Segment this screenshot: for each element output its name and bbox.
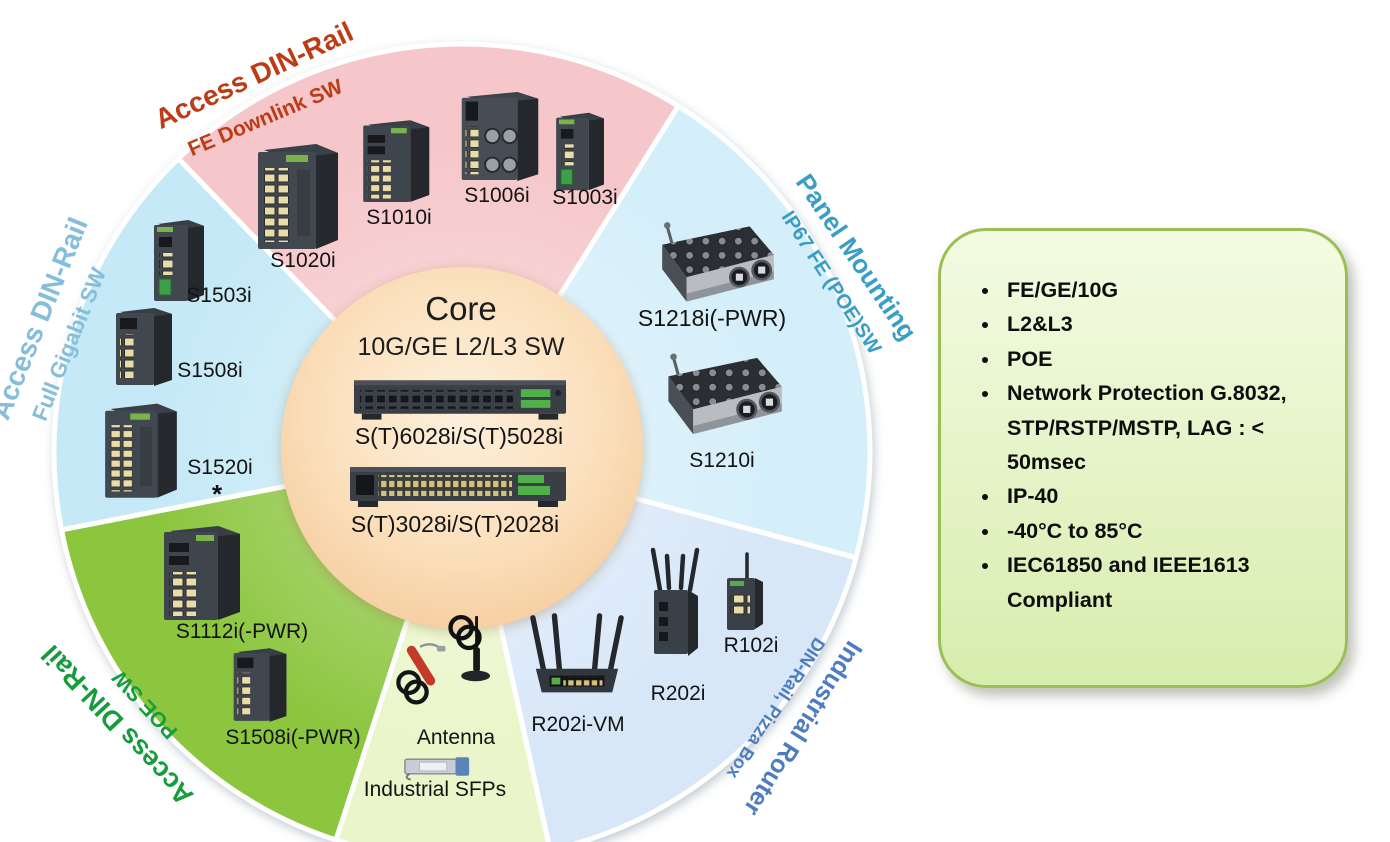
device-image-s1508i xyxy=(116,308,172,386)
product-label-industrial-sfps: Industrial SFPs xyxy=(364,778,506,801)
core-product-label-2: S(T)3028i/S(T)2028i xyxy=(351,511,559,537)
product-label-s1003i: S1003i xyxy=(552,186,617,209)
feature-item: IP-40 xyxy=(1001,479,1319,513)
product-label-r202i-vm: R202i-VM xyxy=(531,713,624,736)
core-product-label-1: S(T)6028i/S(T)5028i xyxy=(355,423,563,449)
feature-item: -40°C to 85°C xyxy=(1001,514,1319,548)
feature-item: POE xyxy=(1001,342,1319,376)
feature-box: FE/GE/10G L2&L3 POE Network Protection G… xyxy=(938,228,1348,688)
product-label-s1112i: S1112i(-PWR) xyxy=(176,620,308,643)
product-label-r202i: R202i xyxy=(651,682,706,705)
s1520i-asterisk-note: * xyxy=(212,479,223,509)
core-circle xyxy=(281,267,643,629)
product-label-s1520i: S1520i xyxy=(187,456,252,479)
product-label-r102i: R102i xyxy=(724,634,779,657)
feature-item: Network Protection G.8032, STP/RSTP/MSTP… xyxy=(1001,376,1319,479)
feature-item: L2&L3 xyxy=(1001,307,1319,341)
core-subtitle: 10G/GE L2/L3 SW xyxy=(357,333,564,361)
product-label-s1010i: S1010i xyxy=(366,206,431,229)
feature-item: IEC61850 and IEEE1613 Compliant xyxy=(1001,548,1319,617)
product-label-s1020i: S1020i xyxy=(270,249,335,272)
device-image-s1508i-pwr xyxy=(233,648,287,722)
device-image-s1010i xyxy=(363,120,430,202)
core-title: Core xyxy=(425,290,497,327)
product-label-s1218i: S1218i(-PWR) xyxy=(638,305,786,331)
device-image-s1003i xyxy=(555,112,605,191)
product-label-antenna: Antenna xyxy=(417,726,496,749)
device-image-s1520i xyxy=(105,403,177,498)
product-label-s1503i: S1503i xyxy=(186,284,251,307)
product-label-s1508i: S1508i xyxy=(177,359,242,382)
device-image-s1006i xyxy=(460,91,540,182)
feature-list: FE/GE/10G L2&L3 POE Network Protection G… xyxy=(941,231,1345,617)
product-label-s1006i: S1006i xyxy=(464,184,529,207)
core-rack-switch-image-2 xyxy=(350,467,566,507)
device-image-s1112i xyxy=(164,526,240,620)
device-image-s1020i xyxy=(258,144,338,249)
feature-item: FE/GE/10G xyxy=(1001,273,1319,307)
product-label-s1508i-pwr: S1508i(-PWR) xyxy=(225,726,360,749)
product-label-s1210i: S1210i xyxy=(689,449,754,472)
